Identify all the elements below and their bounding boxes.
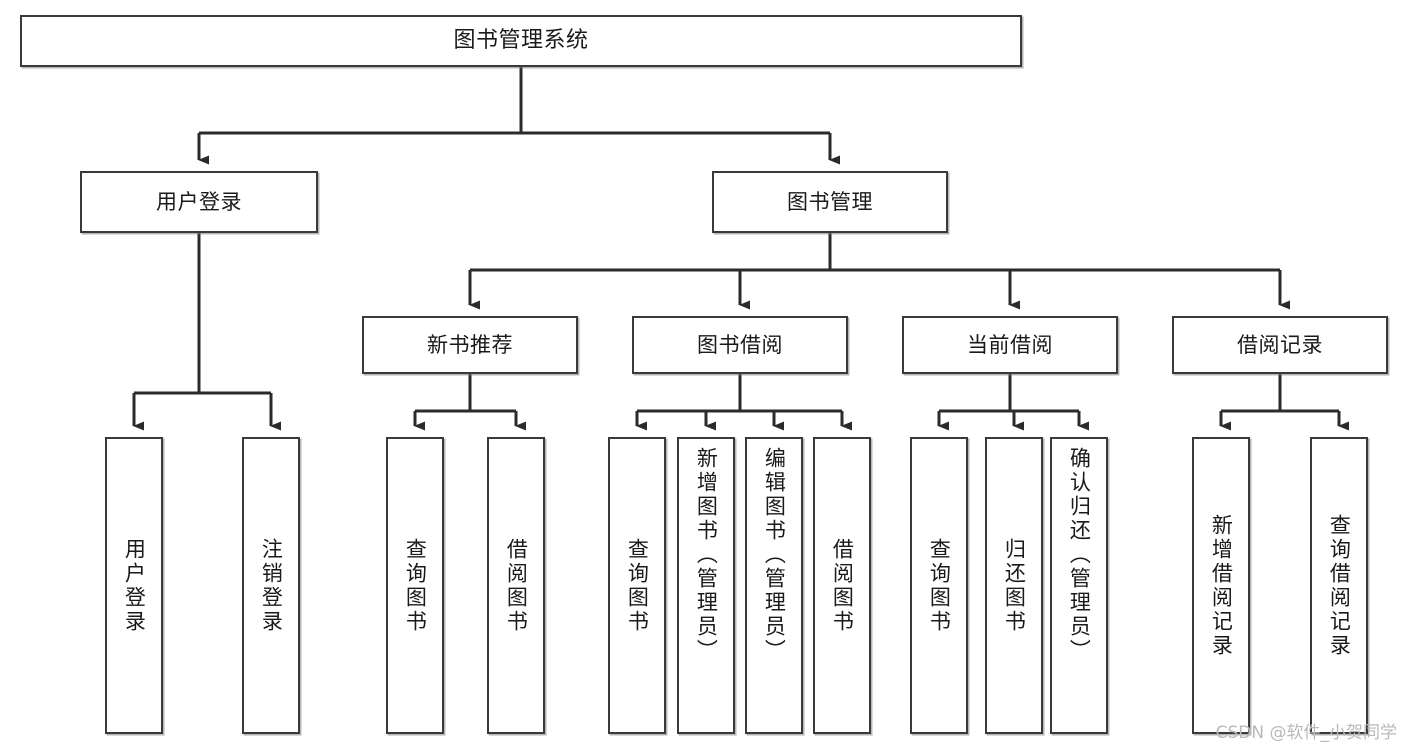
node-l3-当前借阅[interactable]: 当前借阅 bbox=[902, 316, 1118, 374]
node-label: 新书推荐 bbox=[427, 332, 513, 357]
node-leaf-注销登录[interactable]: 注销登录 bbox=[242, 437, 300, 734]
node-l3-图书借阅[interactable]: 图书借阅 bbox=[632, 316, 848, 374]
node-leaf-借阅图书[interactable]: 借阅图书 bbox=[813, 437, 871, 734]
node-label: 编辑图书（管理员） bbox=[762, 447, 787, 663]
node-label: 图书借阅 bbox=[697, 332, 783, 357]
node-label: 查询图书 bbox=[625, 537, 650, 634]
node-label: 用户登录 bbox=[156, 189, 242, 214]
node-label: 借阅图书 bbox=[830, 537, 855, 634]
node-leaf-查询借阅记录[interactable]: 查询借阅记录 bbox=[1310, 437, 1368, 734]
node-root-图书管理系统[interactable]: 图书管理系统 bbox=[20, 15, 1022, 67]
node-leaf-新增图书（管理员）[interactable]: 新增图书（管理员） bbox=[677, 437, 735, 734]
node-label: 查询借阅记录 bbox=[1327, 513, 1352, 658]
node-label: 注销登录 bbox=[259, 537, 284, 634]
node-label: 用户登录 bbox=[122, 537, 147, 634]
node-l3-借阅记录[interactable]: 借阅记录 bbox=[1172, 316, 1388, 374]
node-l2-图书管理[interactable]: 图书管理 bbox=[712, 171, 948, 233]
node-leaf-归还图书[interactable]: 归还图书 bbox=[985, 437, 1043, 734]
node-l2-用户登录[interactable]: 用户登录 bbox=[80, 171, 318, 233]
node-label: 归还图书 bbox=[1002, 537, 1027, 634]
node-label: 新增借阅记录 bbox=[1209, 513, 1234, 658]
node-leaf-查询图书[interactable]: 查询图书 bbox=[910, 437, 968, 734]
node-leaf-查询图书[interactable]: 查询图书 bbox=[386, 437, 444, 734]
node-leaf-查询图书[interactable]: 查询图书 bbox=[608, 437, 666, 734]
node-leaf-确认归还（管理员）[interactable]: 确认归还（管理员） bbox=[1050, 437, 1108, 734]
node-label: 借阅记录 bbox=[1237, 332, 1323, 357]
node-leaf-用户登录[interactable]: 用户登录 bbox=[105, 437, 163, 734]
node-label: 新增图书（管理员） bbox=[694, 447, 719, 663]
node-l3-新书推荐[interactable]: 新书推荐 bbox=[362, 316, 578, 374]
watermark-text: CSDN @软件_小贺同学 bbox=[1215, 723, 1397, 743]
node-label: 图书管理 bbox=[787, 189, 873, 214]
node-label: 查询图书 bbox=[927, 537, 952, 634]
node-label: 查询图书 bbox=[403, 537, 428, 634]
node-label: 图书管理系统 bbox=[453, 28, 589, 54]
node-label: 当前借阅 bbox=[967, 332, 1053, 357]
node-leaf-借阅图书[interactable]: 借阅图书 bbox=[487, 437, 545, 734]
node-label: 借阅图书 bbox=[504, 537, 529, 634]
node-leaf-编辑图书（管理员）[interactable]: 编辑图书（管理员） bbox=[745, 437, 803, 734]
node-label: 确认归还（管理员） bbox=[1067, 447, 1092, 663]
node-leaf-新增借阅记录[interactable]: 新增借阅记录 bbox=[1192, 437, 1250, 734]
